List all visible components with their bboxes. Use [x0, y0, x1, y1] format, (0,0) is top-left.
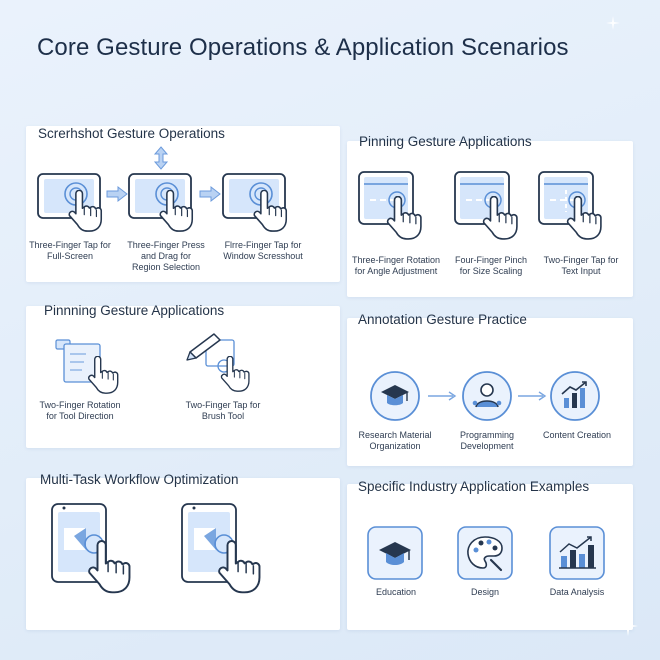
growth-chart-icon	[550, 371, 600, 421]
person-network-icon	[462, 371, 512, 421]
panel-title: Annotation Gesture Practice	[358, 312, 527, 327]
up-down-arrow-icon	[153, 146, 169, 170]
bar-chart-icon	[549, 526, 605, 580]
caption-content-creation: Content Creation	[542, 430, 612, 440]
tablet-drag-icon	[128, 173, 194, 232]
tablet-rotate-icon	[358, 171, 422, 240]
tablet-tap-icon	[37, 173, 103, 232]
panel-title: Specific Industry Application Examples	[358, 479, 590, 494]
caption-programming: Programming Development	[459, 430, 515, 451]
panel-title: Pinning Gesture Applications	[359, 134, 532, 149]
caption-size-scaling: Four-Finger Pinch for Size Scaling	[454, 255, 528, 276]
panel-title: Screrhshot Gesture Operations	[38, 126, 225, 141]
sparkle-icon	[618, 616, 638, 636]
tablet-tap-icon	[222, 173, 288, 232]
right-arrow-icon	[199, 185, 221, 203]
caption-window-screenshot: Flrre-Finger Tap for Window Scresshout	[223, 240, 303, 261]
brush-icon	[186, 333, 250, 392]
panel-title: Pinnning Gesture Applications	[44, 303, 225, 318]
pinning-tools-panel: Pinnning Gesture Applications Two-Finger…	[26, 303, 340, 448]
multitask-panel: Multi-Task Workflow Optimization	[26, 472, 340, 630]
caption-design: Design	[470, 587, 499, 597]
caption-tool-direction: Two-Finger Rotation for Tool Direction	[39, 400, 121, 421]
graduation-cap-icon	[367, 526, 423, 580]
industry-examples-panel: Specific Industry Application Examples E…	[347, 479, 633, 630]
phone-split-icon	[51, 503, 131, 594]
caption-text-input: Two-Finger Tap for Text Input	[543, 255, 619, 276]
annotation-panel: Annotation Gesture Practice Research Mat…	[347, 312, 633, 466]
sparkle-icon	[606, 16, 620, 30]
right-arrow-icon	[106, 185, 128, 203]
caption-research-material: Research Material Organization	[358, 430, 432, 451]
graduation-cap-icon	[370, 371, 420, 421]
screenshot-gestures-panel: Screrhshot Gesture Operations Three-Fing…	[26, 126, 340, 282]
caption-angle-adjustment: Three-Finger Rotation for Angle Adjustme…	[351, 255, 441, 276]
phone-split-icon	[181, 503, 261, 594]
arrow-right-icon	[518, 391, 547, 401]
caption-brush-tool: Two-Finger Tap for Brush Tool	[185, 400, 261, 421]
page-title: Core Gesture Operations & Application Sc…	[37, 34, 569, 61]
panel-title: Multi-Task Workflow Optimization	[40, 472, 239, 487]
tool-rotate-icon	[55, 339, 119, 394]
arrow-right-icon	[428, 391, 457, 401]
caption-region-selection: Three-Finger Press and Drag for Region S…	[127, 240, 205, 272]
caption-education: Education	[375, 587, 417, 597]
caption-full-screen: Three-Finger Tap for Full-Screen	[29, 240, 111, 261]
tablet-pinch-icon	[454, 171, 518, 240]
pinning-gesture-panel: Pinning Gesture Applications Three-Finge…	[347, 134, 633, 297]
caption-data-analysis: Data Analysis	[549, 587, 605, 597]
palette-icon	[457, 526, 513, 580]
tablet-text-icon	[538, 171, 602, 240]
